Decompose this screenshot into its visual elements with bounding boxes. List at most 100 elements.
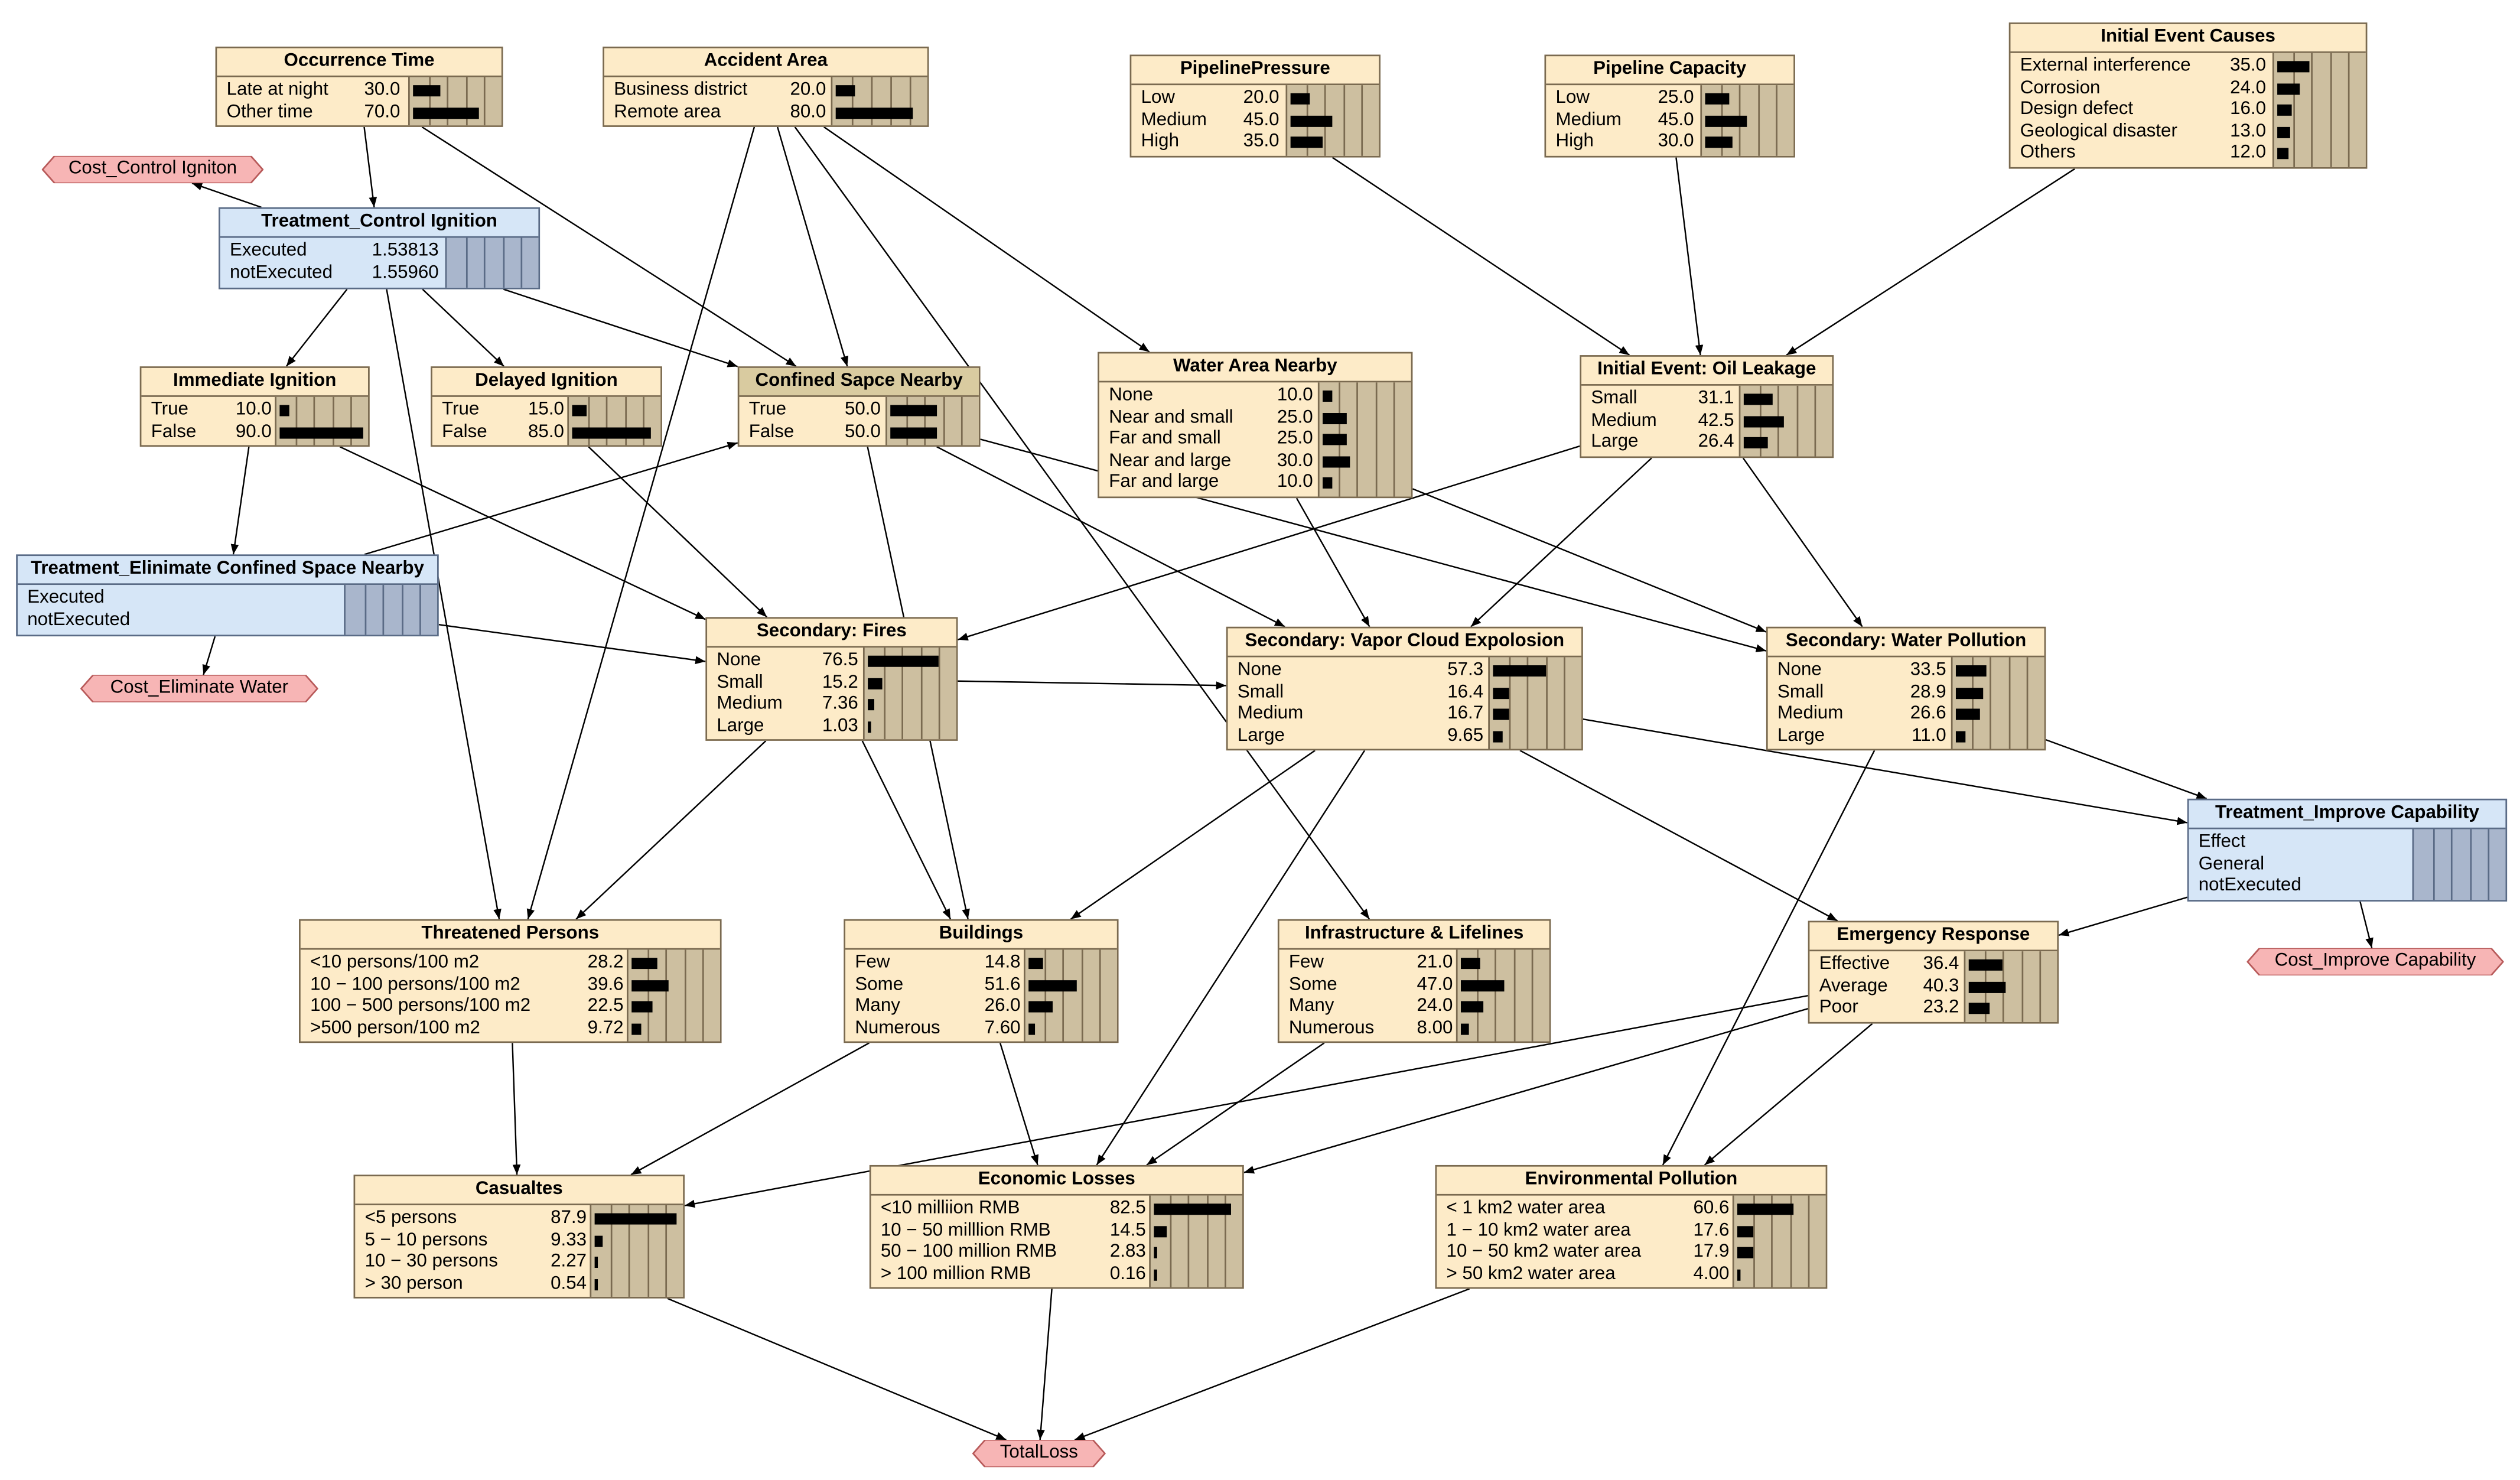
state-row[interactable]: notExecuted [2189,876,2505,898]
cost-capability-utility-node[interactable]: Cost_Improve Capability [2246,948,2504,975]
cost-water-utility-node[interactable]: Cost_Eliminate Water [80,675,318,702]
state-row[interactable]: Effect [2189,832,2505,854]
cost-control-utility-node[interactable]: Cost_Control Igniton [41,155,264,184]
state-row[interactable]: Executed [18,588,437,610]
state-row[interactable]: General [2189,854,2505,876]
state-row[interactable]: notExecuted [18,610,437,632]
treat-confined-node[interactable]: Treatment_Elinimate Confined Space Nearb… [16,554,439,637]
env-node[interactable]: Environmental Pollution< 1 km2 water are… [1435,1165,1828,1289]
total-loss-utility-node[interactable]: TotalLoss [972,1440,1106,1468]
